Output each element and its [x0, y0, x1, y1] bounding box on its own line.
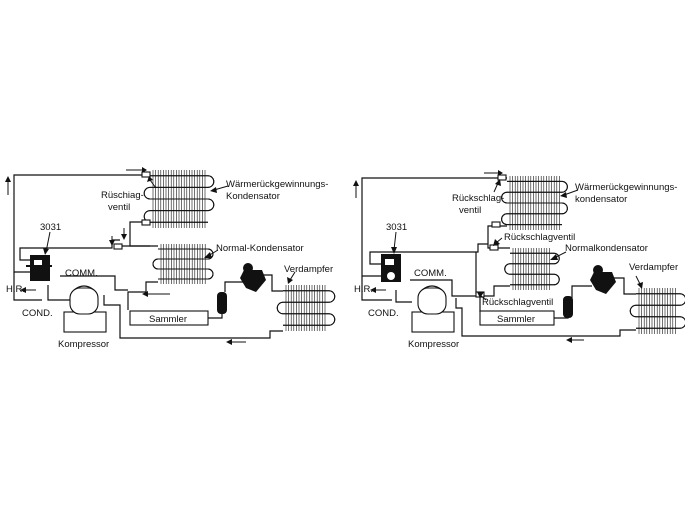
label-compressor-left: Kompressor [58, 339, 109, 350]
flow-arrows-right [353, 170, 584, 343]
normal-condenser-right [504, 248, 560, 290]
check-valve-left-2 [141, 219, 151, 226]
label-heat-recovery-right: Wärmerückgewinnungs- kondensator [575, 182, 680, 205]
compressor-left [63, 285, 107, 333]
label-compressor-right: Kompressor [408, 339, 459, 350]
expansion-valve-right [590, 265, 616, 294]
coil-tube [501, 180, 568, 226]
coil-tube [629, 293, 685, 329]
leader-lines-left [43, 176, 296, 284]
label-valve-3031-left: 3031 [40, 222, 61, 233]
label-check-valve-bottom-right: Rückschlagventil [482, 297, 553, 308]
label-comm-left: COMM. [65, 268, 98, 279]
label-normal-condenser-right: Normalkondensator [565, 243, 648, 254]
normal-condenser-left [152, 244, 214, 284]
evaporator-right [629, 288, 685, 334]
label-evaporator-left: Verdampfer [284, 264, 333, 275]
valve-3031-left [26, 255, 52, 281]
label-comm-right: COMM. [414, 268, 447, 279]
pipe-hr-loop-left [13, 174, 150, 273]
receiver-left [129, 310, 209, 326]
compressor-right [411, 285, 455, 333]
label-evaporator-right: Verdampfer [629, 262, 678, 273]
label-valve-3031-right: 3031 [386, 222, 407, 233]
coil-tube [152, 248, 214, 280]
heat-recovery-condenser-right [501, 176, 568, 230]
coil-tube [276, 290, 336, 326]
label-normal-condenser-left: Normal-Kondensator [216, 243, 304, 254]
flow-arrows-left [5, 167, 246, 345]
label-hr-right: H.R. [354, 284, 373, 295]
coil-tube [504, 252, 560, 286]
valve-3031-right [381, 254, 401, 282]
coil-tube [629, 293, 685, 329]
label-check-valve-mid-right: Rückschlagventil [504, 232, 575, 243]
check-valve-right-3 [489, 244, 499, 251]
receiver-right [479, 310, 555, 326]
label-cond-right: COND. [368, 308, 399, 319]
heat-recovery-condenser-left [143, 170, 215, 228]
filter-drier-right [563, 296, 573, 318]
diagram-right: Wärmerückgewinnungs- kondensator Rücksch… [353, 170, 685, 350]
coil-tube [152, 248, 214, 280]
leader-lines-right [391, 179, 643, 301]
evaporator-left [276, 285, 336, 331]
filter-drier-left [217, 292, 227, 314]
label-cond-left: COND. [22, 308, 53, 319]
diagram-left: Wärmerückgewinnungs- Kondensator Rüschia… [5, 167, 336, 350]
label-receiver-left: Sammler [149, 314, 187, 325]
label-check-valve-left: Rüschiag- ventil [101, 190, 146, 213]
coil-tube [143, 175, 215, 223]
label-receiver-right: Sammler [497, 314, 535, 325]
check-valve-right-2 [491, 221, 501, 228]
expansion-valve-left [240, 263, 266, 292]
check-valve-left-1 [141, 171, 151, 178]
check-valve-left-3 [113, 243, 123, 250]
label-check-valve-top-right: Rückschlag- ventil [452, 193, 507, 216]
label-hr-left: H.R. [6, 284, 25, 295]
label-heat-recovery-left: Wärmerückgewinnungs- Kondensator [226, 179, 331, 202]
check-valve-right-1 [497, 174, 507, 181]
